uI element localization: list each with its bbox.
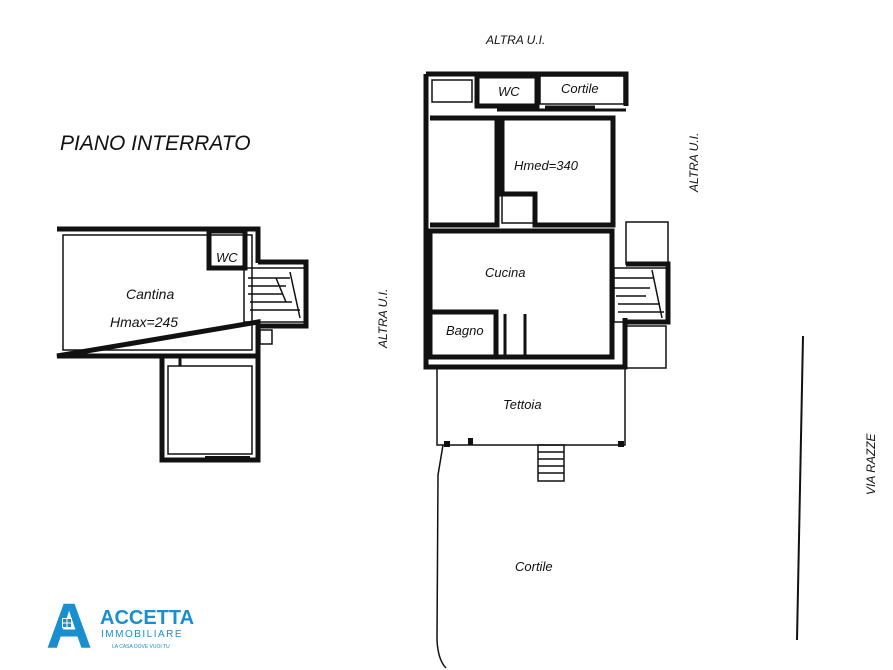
bagno-room [427, 309, 499, 360]
cantina-walls [56, 226, 261, 359]
ground-staircase [613, 221, 671, 325]
ground-wc-label: WC [498, 84, 520, 99]
cortile-bottom-boundary [436, 444, 447, 669]
street-boundary-line [796, 335, 804, 641]
ground-plan: WC Cortile Hmed=340 Cucina Bagno Tettoia… [423, 71, 671, 669]
tettoia-label: Tettoia [503, 397, 542, 412]
basement-plan: WC Cantina Hmax=245 [56, 226, 309, 463]
basement-staircase [243, 259, 309, 329]
logo-name: ACCETTA [100, 607, 194, 629]
cantina-inner-line [62, 234, 253, 351]
basement-wc-label: WC [216, 250, 238, 265]
cortile-top-label: Cortile [561, 81, 599, 96]
hmed-label: Hmed=340 [514, 158, 579, 173]
basement-wc-room [206, 228, 248, 271]
plan-title: PIANO INTERRATO [60, 132, 251, 155]
logo-tagline: LA CASA DOVE VUOI TU [112, 644, 170, 650]
logo-window-icon [62, 618, 72, 628]
tettoia-steps [537, 444, 565, 482]
neighbor-top-label: ALTRA U.I. [485, 33, 545, 47]
ground-right-annex [625, 325, 667, 369]
cortile-bottom-label: Cortile [515, 559, 553, 574]
cortile-top-area [539, 75, 625, 105]
accetta-logo: A ACCETTA IMMOBILIARE LA CASA DOVE VUOI … [46, 590, 194, 662]
basement-lower-room [159, 356, 261, 463]
street-label: VIA RAZZE [864, 432, 878, 495]
cucina-label: Cucina [485, 265, 525, 280]
cantina-height-label: Hmax=245 [110, 314, 178, 330]
logo-subtitle: IMMOBILIARE [101, 629, 183, 640]
neighbor-middle-label: ALTRA U.I. [376, 289, 390, 349]
bagno-label: Bagno [446, 323, 484, 338]
tettoia-area [436, 367, 626, 446]
ground-wc-room [474, 73, 540, 109]
basement-step [259, 329, 273, 345]
neighbor-right-label: ALTRA U.I. [687, 133, 701, 193]
cantina-label: Cantina [126, 286, 174, 302]
